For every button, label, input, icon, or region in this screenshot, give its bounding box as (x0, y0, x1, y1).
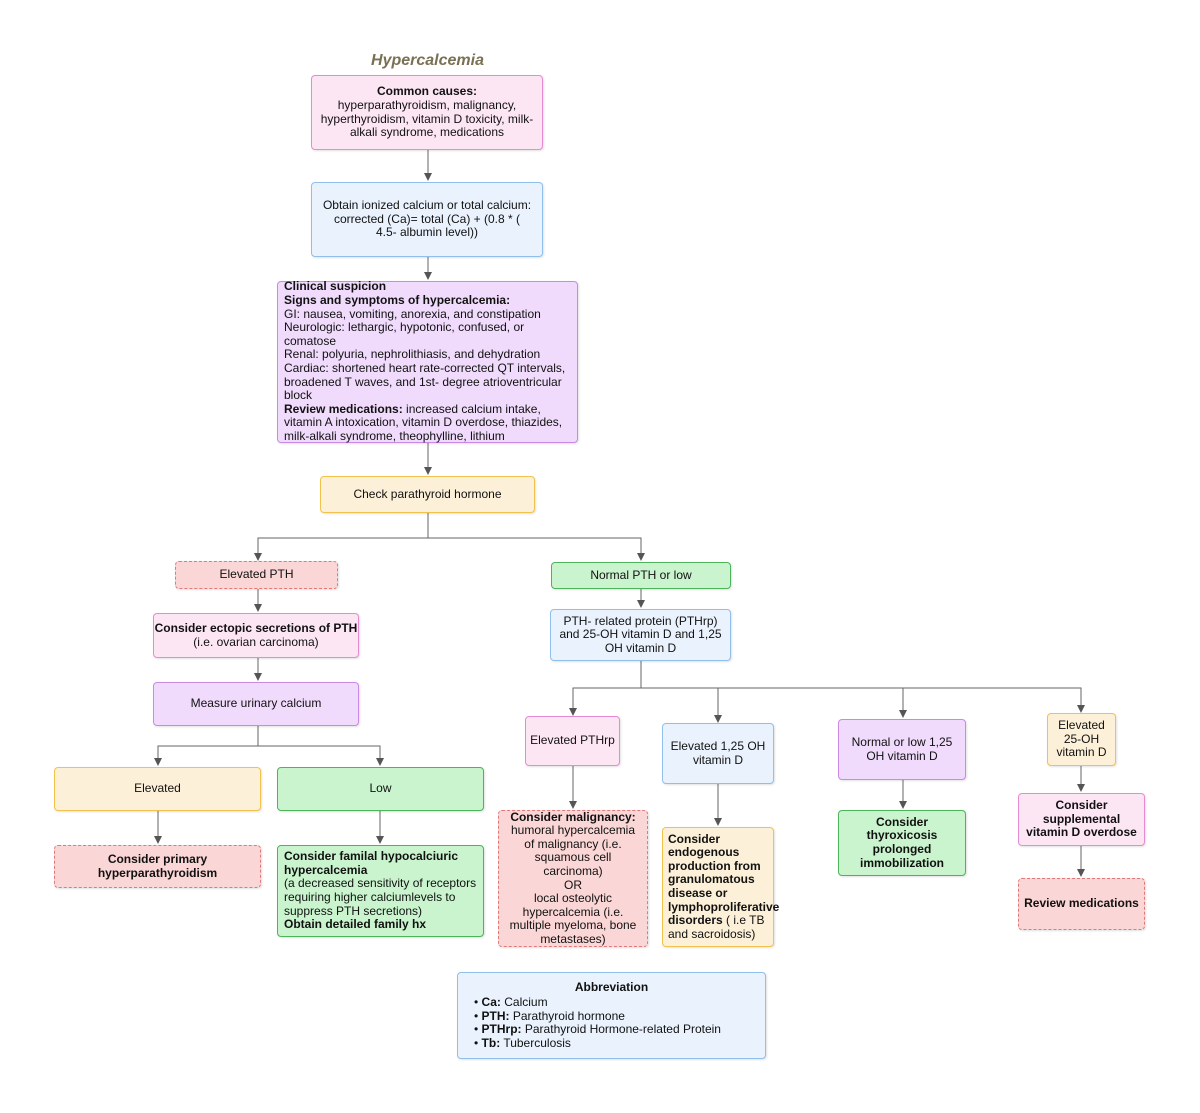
normal-low-125-box: Normal or low 1,25 OH vitamin D (838, 719, 966, 780)
abbreviation-item: • Tb: Tuberculosis (474, 1035, 571, 1050)
clinical-heading: Clinical suspicion (284, 279, 387, 294)
primary-hyperparathyroidism-box: Consider primary hyperparathyroidism (54, 845, 261, 888)
branch-check-pth (257, 513, 642, 559)
check-pth-box: Check parathyroid hormone (320, 476, 535, 513)
clinical-suspicion-box: Clinical suspicion Signs and symptoms of… (277, 279, 578, 443)
abbreviation-box: Abbreviation • Ca: Calcium • PTH: Parath… (457, 972, 766, 1059)
abbreviation-heading: Abbreviation (574, 979, 649, 994)
abbreviation-item: • Ca: Calcium (474, 995, 548, 1010)
familial-hypocalciuric-box: Consider familal hypocalciuric hypercalc… (277, 845, 484, 937)
malignancy-box: Consider malignancy: humoral hypercalcem… (498, 810, 648, 947)
supplemental-vitamin-d-box: Consider supplemental vitamin D overdose (1018, 793, 1145, 846)
elevated-urinary-box: Elevated (54, 767, 261, 811)
normal-pth-box: Normal PTH or low (551, 562, 731, 589)
common-causes-box: Common causes: hyperparathyroidism, mali… (311, 75, 543, 150)
ectopic-pth-box: Consider ectopic secretions of PTH (i.e.… (153, 613, 359, 658)
review-medications-box: Review medications (1018, 878, 1145, 930)
elevated-125-box: Elevated 1,25 OH vitamin D (662, 723, 774, 784)
thyrotoxicosis-box: Consider thyroxicosis prolonged immobili… (838, 810, 966, 876)
obtain-calcium-box: Obtain ionized calcium or total calcium:… (311, 182, 543, 257)
abbreviation-list: • Ca: Calcium • PTH: Parathyroid hormone… (466, 995, 757, 1050)
endogenous-production-box: Consider endogenous production from gran… (662, 827, 779, 947)
low-urinary-box: Low (277, 767, 484, 811)
urinary-calcium-box: Measure urinary calcium (153, 682, 359, 726)
pthrp-box: PTH- related protein (PTHrp) and 25-OH v… (550, 609, 731, 661)
abbreviation-item: • PTHrp: Parathyroid Hormone-related Pro… (474, 1022, 721, 1037)
branch-urinary (157, 726, 381, 764)
elevated-pthrp-box: Elevated PTHrp (525, 716, 620, 766)
abbreviation-item: • PTH: Parathyroid hormone (474, 1008, 625, 1023)
signs-heading: Signs and symptoms of hypercalcemia: (284, 293, 511, 308)
branch-pthrp (572, 661, 1082, 721)
elevated-25-box: Elevated 25-OH vitamin D (1047, 713, 1116, 766)
diagram-title: Hypercalcemia (371, 52, 484, 69)
elevated-pth-box: Elevated PTH (175, 561, 338, 589)
